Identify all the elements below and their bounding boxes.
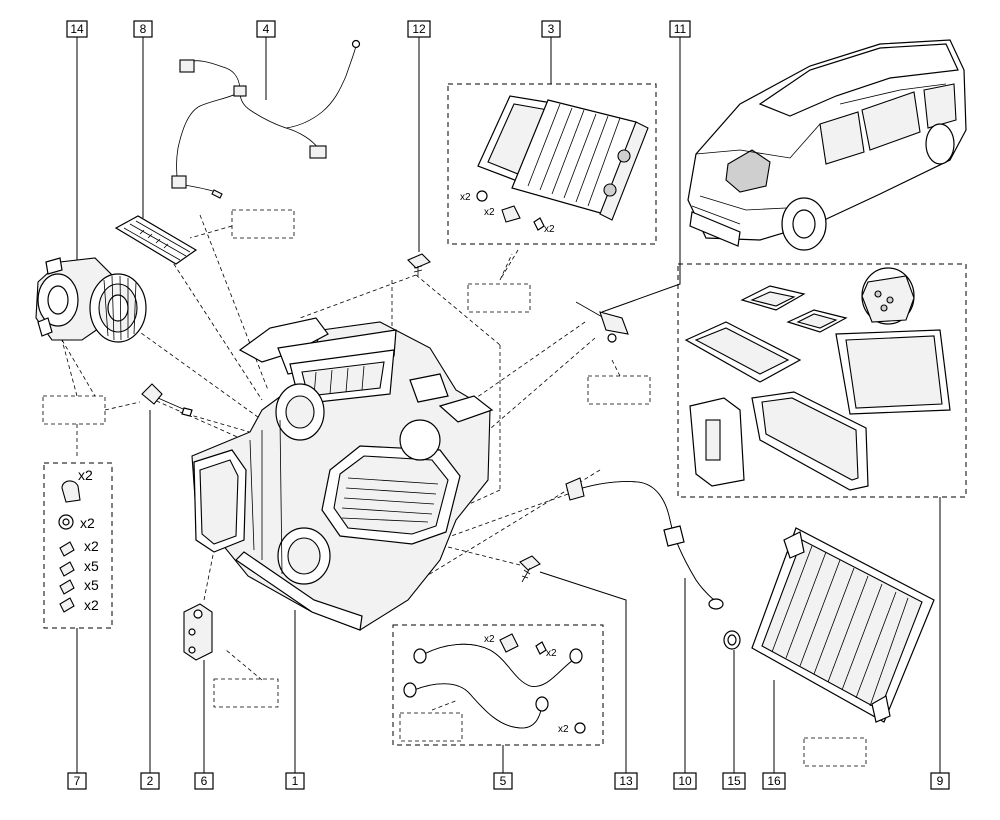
callout-6-label: 6 <box>201 774 208 788</box>
kit-9-box <box>677 263 967 498</box>
callout-1-label: 1 <box>292 774 299 788</box>
callout-5-label: 5 <box>500 774 507 788</box>
screw-icon <box>533 217 545 231</box>
callout-16-label: 16 <box>767 774 781 788</box>
callout-4-label: 4 <box>263 22 270 36</box>
vehicle-location-view <box>687 39 967 251</box>
kit-7-qty-2: x2 <box>80 515 95 531</box>
callout-6: 6 <box>194 772 214 790</box>
callout-7-label: 7 <box>74 774 81 788</box>
clip-icon <box>61 480 81 503</box>
callout-1: 1 <box>285 772 305 790</box>
screw-icon <box>59 579 75 595</box>
callout-3-label: 3 <box>548 22 555 36</box>
callout-14: 14 <box>66 20 88 38</box>
evaporator-core-part-16 <box>751 527 935 723</box>
callout-11: 11 <box>669 20 691 38</box>
callout-8: 8 <box>133 20 153 38</box>
expansion-valve-part-6 <box>183 603 213 661</box>
kit-7-qty-5: x5 <box>84 577 99 593</box>
o-ring-icon <box>574 722 586 734</box>
clip-icon <box>501 205 521 223</box>
leader-lines <box>76 37 941 773</box>
kit-3-hardware: x2 x2 x2 <box>460 190 555 235</box>
callout-2: 2 <box>140 772 160 790</box>
callout-14-label: 14 <box>70 22 84 36</box>
screw-part-13 <box>519 555 541 583</box>
screw-icon <box>59 597 75 613</box>
kit-7-qty-3: x2 <box>84 538 99 554</box>
callout-2-label: 2 <box>147 774 154 788</box>
kit-3-box <box>447 83 657 245</box>
kit-5-qty-clip: x2 <box>484 634 495 645</box>
callout-10: 10 <box>673 772 697 790</box>
kit-5-box <box>392 624 604 746</box>
callout-12: 12 <box>407 20 431 38</box>
callout-9: 9 <box>930 772 950 790</box>
screw-icon <box>59 561 75 577</box>
callout-13: 13 <box>614 772 638 790</box>
o-ring-icon <box>476 190 488 202</box>
kit-3-qty-clip: x2 <box>484 207 495 218</box>
callout-15: 15 <box>722 772 746 790</box>
ac-pipe-part-10 <box>565 477 724 610</box>
kit-7-qty-6: x2 <box>84 597 99 613</box>
kit-5-qty-oring: x2 <box>558 724 569 735</box>
blower-motor-part-14 <box>35 257 147 343</box>
hose-kit-5: x2 x2 x2 <box>403 633 586 735</box>
clip-icon <box>499 633 519 653</box>
cabin-filter-part-8 <box>114 215 198 265</box>
kit-3-qty-oring: x2 <box>460 192 471 203</box>
callout-9-label: 9 <box>937 774 944 788</box>
wiring-harness-part-4 <box>171 39 361 199</box>
callout-10-label: 10 <box>678 774 692 788</box>
screw-icon <box>59 541 75 557</box>
kit-3-qty-screw: x2 <box>544 224 555 235</box>
callout-16: 16 <box>762 772 786 790</box>
kit-5-qty-screw: x2 <box>546 648 557 659</box>
heater-core-part-3 <box>477 95 649 221</box>
callout-13-label: 13 <box>619 774 633 788</box>
callout-8-label: 8 <box>140 22 147 36</box>
temperature-sensor-part-2 <box>141 383 193 417</box>
callout-15-label: 15 <box>727 774 741 788</box>
gasket-kit-part-9 <box>684 267 951 491</box>
reference-placeholders <box>42 209 867 767</box>
callout-5: 5 <box>493 772 513 790</box>
callout-3: 3 <box>541 20 561 38</box>
kit-7-qty-1: x2 <box>78 467 93 483</box>
hardware-kit-7: x2 x2 x2 x5 x5 x2 <box>58 467 99 613</box>
callout-7: 7 <box>67 772 87 790</box>
hvac-housing-part-1 <box>191 317 494 631</box>
callout-12-label: 12 <box>412 22 426 36</box>
kit-7-qty-4: x5 <box>84 558 99 574</box>
screw-icon <box>535 641 547 655</box>
o-ring-part-15 <box>723 630 741 650</box>
callout-11-label: 11 <box>674 22 687 36</box>
sensor-part-11 <box>575 301 629 343</box>
screw-part-12 <box>407 253 431 276</box>
callout-4: 4 <box>256 20 276 38</box>
